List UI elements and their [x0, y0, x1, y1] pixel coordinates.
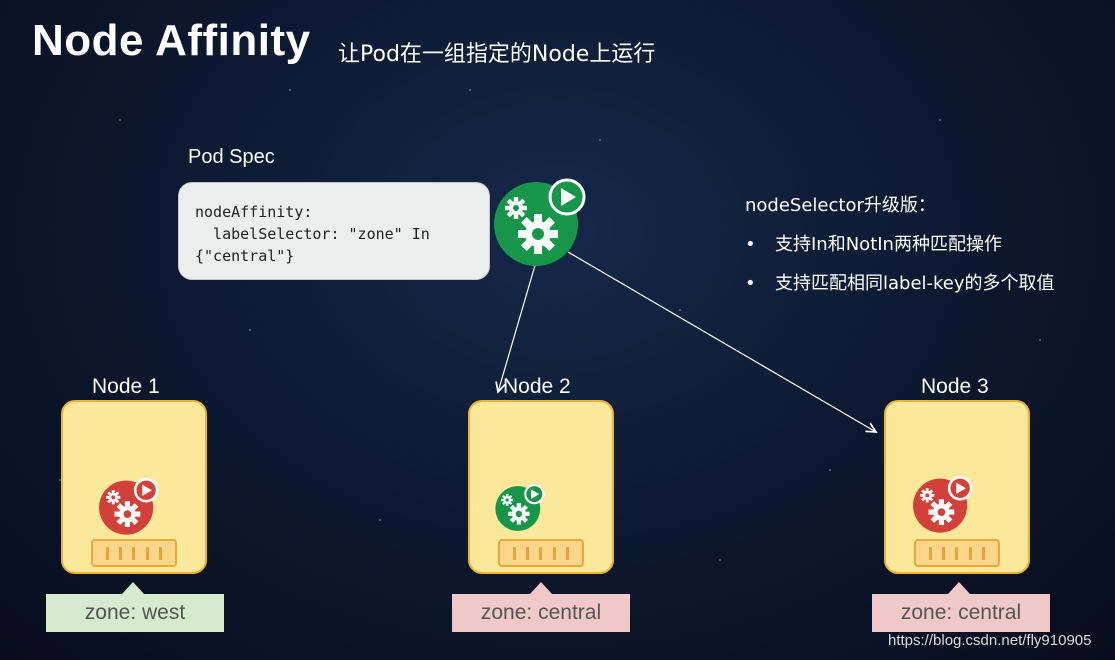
pod-spec-label: Pod Spec [188, 146, 275, 168]
node-2-label: Node 2 [503, 375, 571, 398]
zone-pointer [948, 582, 970, 594]
node-2-port [498, 539, 584, 567]
page-subtitle: 让Pod在一组指定的Node上运行 [338, 42, 656, 67]
zone-pointer [122, 582, 144, 594]
node-1-zone-label: zone: west [46, 594, 224, 632]
gears-play-icon [494, 178, 586, 266]
feature-item: • 支持匹配相同label-key的多个取值 [745, 264, 1055, 303]
node-1-label: Node 1 [92, 375, 160, 398]
feature-heading: nodeSelector升级版： [745, 195, 936, 216]
node-1-port [91, 539, 177, 567]
page-title: Node Affinity [32, 16, 311, 65]
node-3-zone-label: zone: central [872, 594, 1050, 632]
pod-spec-code: nodeAffinity: labelSelector: "zone" In {… [178, 182, 490, 280]
feature-item: • 支持In和NotIn两种匹配操作 [745, 225, 1055, 264]
feature-item-text: 支持In和NotIn两种匹配操作 [775, 234, 1002, 255]
arrow-to-node-2 [498, 261, 537, 392]
feature-list: nodeSelector升级版： • 支持In和NotIn两种匹配操作 • 支持… [745, 186, 1055, 303]
feature-item-text: 支持匹配相同label-key的多个取值 [775, 273, 1055, 294]
node-3-port [914, 539, 1000, 567]
gears-play-icon [495, 484, 545, 531]
arrow-to-node-3 [567, 251, 876, 432]
gears-play-icon [99, 478, 159, 535]
bullet-icon: • [745, 273, 756, 294]
node-2-zone-label: zone: central [452, 594, 630, 632]
bullet-icon: • [745, 234, 756, 255]
watermark: https://blog.csdn.net/fly910905 [888, 632, 1092, 649]
zone-pointer [530, 582, 552, 594]
node-3-label: Node 3 [921, 375, 989, 398]
gears-play-icon [913, 476, 973, 533]
